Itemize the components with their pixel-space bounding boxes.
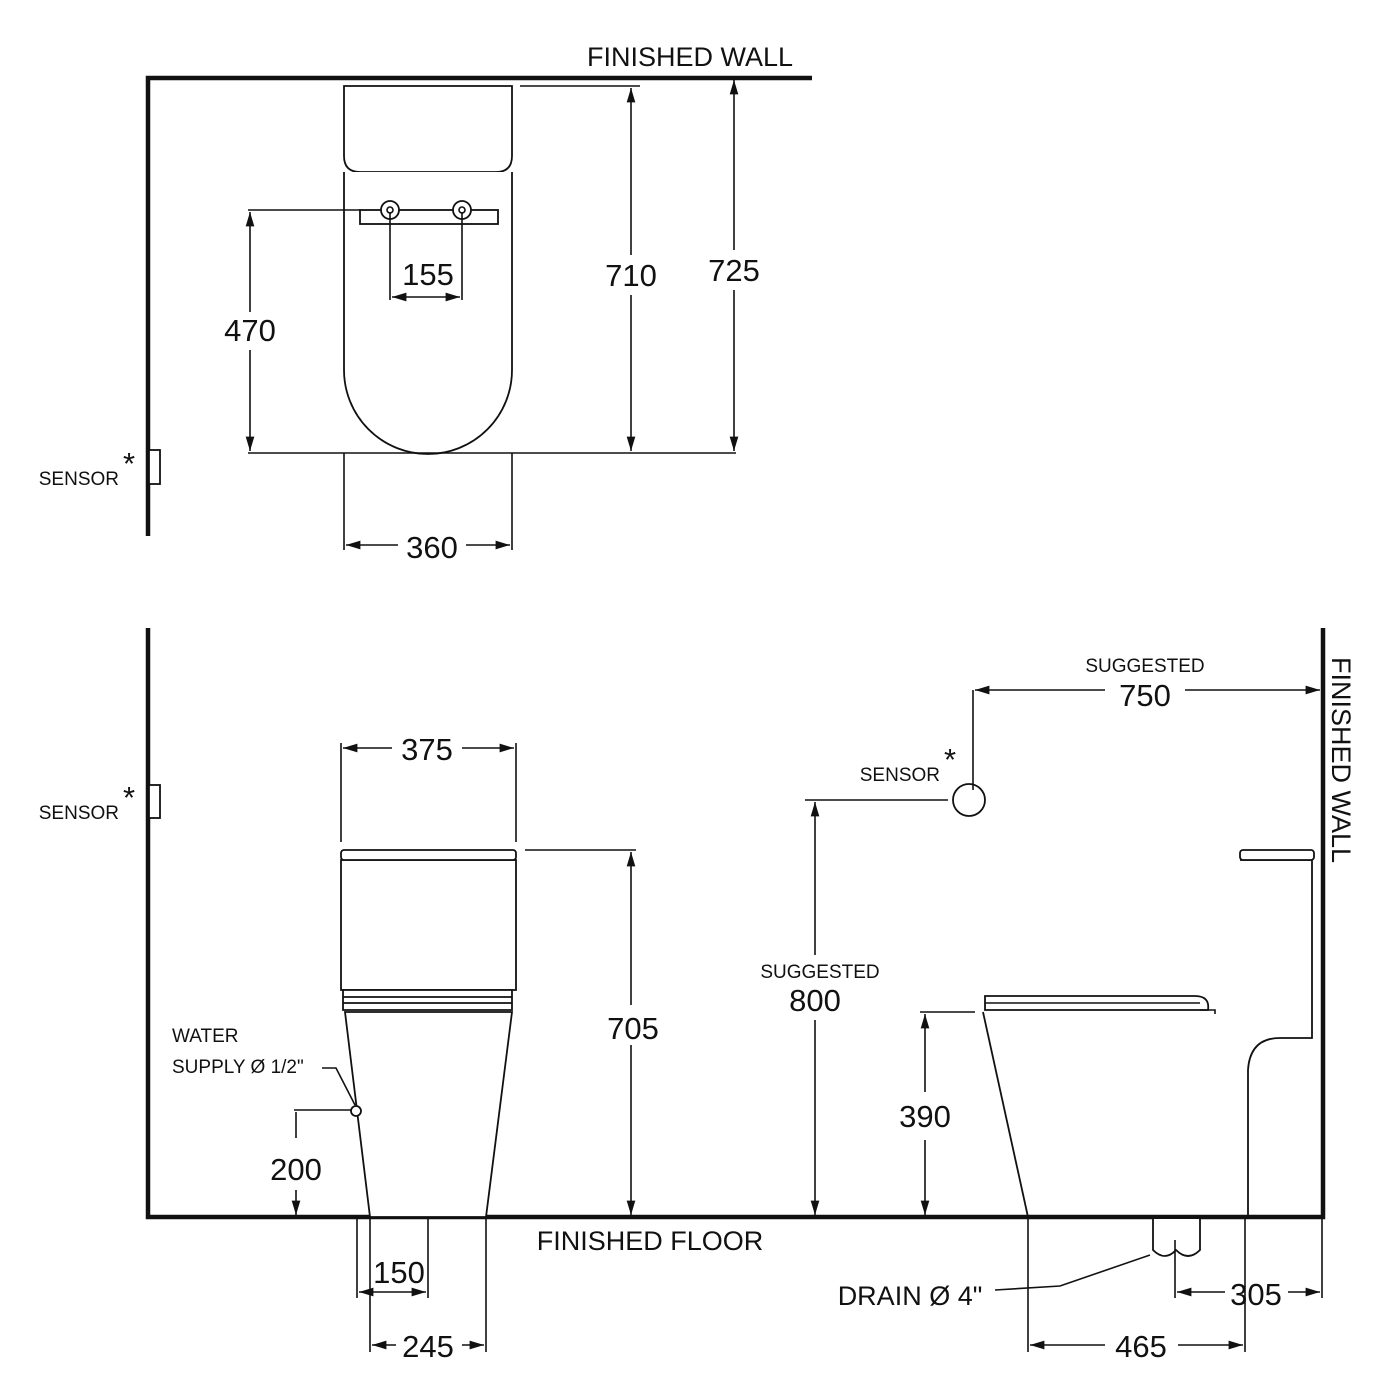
drain-pipe — [1152, 1219, 1201, 1257]
suggested-label-800: SUGGESTED — [760, 962, 879, 983]
bowl-front — [343, 1011, 514, 1218]
dim-label-710: 710 — [605, 258, 657, 293]
asterisk: * — [123, 446, 135, 481]
asterisk: * — [123, 780, 135, 815]
water-supply-label-2: SUPPLY Ø 1/2" — [172, 1057, 304, 1078]
asterisk: * — [944, 742, 956, 777]
dim-label-390: 390 — [899, 1099, 951, 1134]
tank-top-view — [343, 85, 513, 173]
bowl-top-view — [343, 172, 513, 455]
sensor-box — [148, 784, 161, 819]
dim-label-150: 150 — [373, 1255, 425, 1290]
top-view: FINISHED WALL 155 470 710 725 360 SENSOR… — [39, 42, 812, 565]
tank-front — [340, 859, 517, 991]
ext-lines-155 — [389, 212, 463, 300]
dim-label-750: 750 — [1119, 678, 1171, 713]
seat-detail — [985, 1002, 1216, 1014]
sensor-box — [148, 449, 161, 485]
drain-leader — [994, 1254, 1151, 1291]
bowl-side — [982, 1011, 1029, 1218]
dim-label-245: 245 — [402, 1329, 454, 1364]
drain-label: DRAIN Ø 4" — [838, 1281, 983, 1311]
dim-label-705: 705 — [607, 1011, 659, 1046]
sensor-label: SENSOR — [39, 469, 119, 490]
sensor-label: SENSOR — [39, 803, 119, 824]
wall-floor-lines — [145, 628, 1326, 1220]
water-supply-label-1: WATER — [172, 1026, 239, 1047]
dim-label-305: 305 — [1230, 1277, 1282, 1312]
dim-label-800: 800 — [789, 983, 841, 1018]
water-supply-leader — [322, 1067, 356, 1106]
suggested-label-750: SUGGESTED — [1085, 656, 1204, 677]
dim-label-360: 360 — [406, 530, 458, 565]
ext-lines-470 — [248, 209, 736, 454]
seat-front — [342, 989, 513, 1011]
ext-lines-150 — [356, 1217, 429, 1298]
side-view: FINISHED FLOOR FINISHED WALL SENSOR * 37… — [39, 628, 1356, 1364]
tank-lid-side — [1239, 849, 1315, 861]
water-supply-inlet — [350, 1105, 362, 1117]
sensor-circle — [952, 783, 986, 817]
dim-label-200: 200 — [270, 1152, 322, 1187]
finished-floor-label: FINISHED FLOOR — [537, 1226, 764, 1256]
dim-label-725: 725 — [708, 253, 760, 288]
finished-wall-line — [145, 75, 812, 536]
tank-lid-front — [340, 849, 517, 861]
dim-label-470: 470 — [224, 313, 276, 348]
dim-label-155: 155 — [402, 257, 454, 292]
tank-side — [1240, 859, 1313, 1217]
dim-label-375: 375 — [401, 732, 453, 767]
dim-label-465: 465 — [1115, 1329, 1167, 1364]
finished-wall-side-label: FINISHED WALL — [1326, 657, 1356, 863]
sensor-label: SENSOR — [860, 765, 940, 786]
finished-wall-label: FINISHED WALL — [587, 42, 793, 72]
